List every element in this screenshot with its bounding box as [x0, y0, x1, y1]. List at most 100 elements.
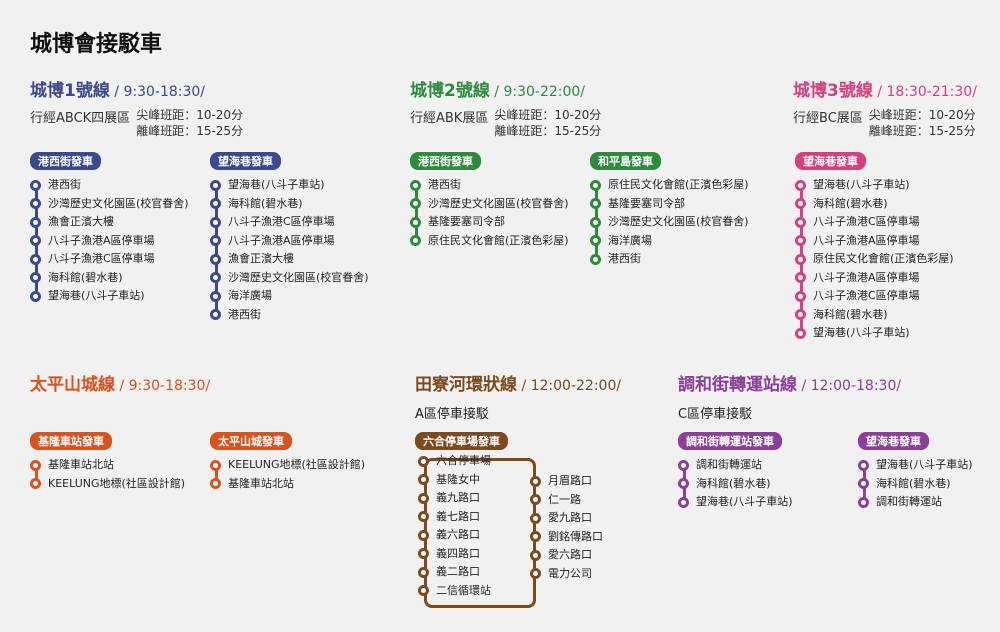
line-1-time: / 9:30-18:30/ [109, 84, 206, 100]
line-3-time: / 18:30-21:30/ [872, 84, 977, 100]
stop-dot-icon [30, 235, 41, 246]
stop-label: 電力公司 [548, 566, 592, 580]
stop-label: KEELUNG地標(社區設計館) [228, 458, 366, 471]
stop-item: 八斗子漁港C區停車場 [30, 250, 189, 269]
stop-label: 八斗子漁港C區停車場 [228, 215, 335, 228]
stop-dot-icon [795, 179, 806, 191]
stop-item: 望海巷(八斗子車站) [795, 324, 954, 343]
stop-item: 沙灣歷史文化園區(校官眷舍) [590, 213, 749, 232]
stop-dot-icon [678, 496, 689, 508]
stop-dot-icon [210, 235, 221, 246]
stop-label: 六合停車場 [436, 454, 491, 467]
stop-item: 八斗子漁港A區停車場 [30, 232, 189, 251]
stop-label: 沙灣歷史文化園區(校官眷舍) [48, 196, 189, 210]
stop-item: 義四路口 [418, 545, 491, 564]
stop-item: 沙灣歷史文化園區(校官眷舍) [30, 195, 189, 214]
stop-label: 港西街 [608, 252, 641, 265]
stop-item: 基隆車站北站 [30, 456, 185, 475]
line-5-header: 田寮河環狀線 / 12:00-22:00/ A區停車接駁 [415, 370, 621, 422]
stop-label: 原住民文化會館(正濱色彩屋) [608, 178, 749, 191]
stop-label: 八斗子漁港A區停車場 [813, 270, 920, 284]
stop-dot-icon [530, 531, 541, 542]
stop-item: 基隆車站北站 [210, 475, 365, 494]
stop-label: 月眉路口 [548, 474, 592, 487]
route-badge: 基隆車站發車 [30, 432, 112, 450]
stop-dot-icon [795, 327, 806, 339]
stop-list: 望海巷(八斗子車站)海科館(碧水巷)八斗子漁港C區停車場八斗子漁港A區停車場漁會… [210, 176, 369, 324]
stop-label: 沙灣歷史文化園區(校官眷舍) [428, 196, 569, 210]
line-3-via: 行經BC展區 [793, 111, 863, 126]
stop-label: 沙灣歷史文化園區(校官眷舍) [228, 270, 369, 284]
stop-item: 基隆要塞司令部 [410, 213, 569, 232]
stop-dot-icon [530, 549, 541, 561]
stop-item: 義六路口 [418, 526, 491, 545]
stop-dot-icon [210, 459, 221, 471]
line-2-offpeak: 離峰班距：15-25分 [494, 124, 602, 138]
stop-dot-icon [858, 478, 869, 489]
stop-label: 望海巷(八斗子車站) [228, 178, 325, 191]
stop-item: 調和街轉運站 [678, 456, 793, 475]
stop-label: 望海巷(八斗子車站) [813, 178, 910, 191]
line-2-time: / 9:30-22:00/ [489, 84, 586, 100]
line-1-offpeak: 離峰班距：15-25分 [136, 124, 244, 138]
stop-dot-icon [795, 235, 806, 246]
stop-item: 望海巷(八斗子車站) [795, 176, 954, 195]
stop-label: 八斗子漁港C區停車場 [813, 289, 920, 302]
line-1-peak: 尖峰班距：10-20分 [136, 108, 244, 122]
stop-label: 漁會正濱大樓 [48, 215, 114, 228]
stop-dot-icon [590, 179, 601, 191]
stop-dot-icon [530, 494, 541, 505]
stop-item: 港西街 [590, 250, 749, 269]
stop-label: 海科館(碧水巷) [48, 270, 123, 284]
stop-label: 八斗子漁港C區停車場 [48, 252, 155, 265]
stop-item: 六合停車場 [418, 452, 491, 471]
stop-dot-icon [795, 253, 806, 265]
line-2-route-b: 和平島發車 原住民文化會館(正濱色彩屋) 基隆要塞司令部沙灣歷史文化園區(校官眷舍… [590, 150, 749, 269]
stop-label: 八斗子漁港A區停車場 [813, 233, 920, 247]
stop-label: 沙灣歷史文化園區(校官眷舍) [608, 215, 749, 228]
stop-dot-icon [795, 290, 806, 302]
stop-label: 望海巷(八斗子車站) [48, 289, 145, 302]
stop-item: 義七路口 [418, 508, 491, 527]
stop-item: 望海巷(八斗子車站) [858, 456, 973, 475]
stop-label: 義九路口 [436, 491, 480, 504]
line-3-name: 城博3號線 [793, 81, 873, 101]
stop-list: 六合停車場基隆女中義九路口義七路口義六路口義四路口義二路口二信循環站 [418, 452, 491, 600]
stop-label: 基隆要塞司令部 [608, 196, 685, 210]
stop-label: 漁會正濱大樓 [228, 252, 294, 265]
stop-dot-icon [418, 566, 429, 578]
stop-dot-icon [30, 272, 41, 283]
line-2-name: 城博2號線 [410, 81, 490, 101]
stop-dot-icon [30, 216, 41, 228]
stop-list: 港西街沙灣歷史文化園區(校官眷舍)漁會正濱大樓八斗子漁港A區停車場八斗子漁港C區… [30, 176, 189, 306]
stop-item: 原住民文化會館(正濱色彩屋) [795, 250, 954, 269]
stop-label: 海科館(碧水巷) [813, 307, 888, 321]
stop-dot-icon [530, 475, 541, 487]
stop-item: 義二路口 [418, 563, 491, 582]
line-1-route-b: 望海巷發車 望海巷(八斗子車站)海科館(碧水巷)八斗子漁港C區停車場八斗子漁港A… [210, 150, 369, 324]
stop-dot-icon [678, 478, 689, 489]
stop-label: 海科館(碧水巷) [228, 196, 303, 210]
route-badge: 和平島發車 [590, 152, 661, 170]
stop-dot-icon [590, 216, 601, 228]
stop-dot-icon [590, 253, 601, 265]
stop-dot-icon [210, 478, 221, 489]
line-6-subtitle: C區停車接駁 [678, 407, 753, 422]
route-badge: 望海巷發車 [795, 152, 866, 170]
stop-dot-icon [418, 529, 429, 541]
stop-label: 海科館(碧水巷) [696, 476, 771, 490]
stop-item: 港西街 [210, 306, 369, 325]
stop-list: 原住民文化會館(正濱色彩屋)基隆要塞司令部沙灣歷史文化園區(校官眷舍)海洋廣場港… [590, 176, 749, 269]
stop-dot-icon [858, 459, 869, 471]
stop-item: 二信循環站 [418, 582, 491, 601]
stop-list: KEELUNG地標(社區設計館) 基隆車站北站 [210, 456, 365, 493]
stop-list: 調和街轉運站海科館(碧水巷)望海巷(八斗子車站) [678, 456, 793, 512]
stop-item: 漁會正濱大樓 [30, 213, 189, 232]
stop-label: KEELUNG地標(社區設計館) [48, 476, 186, 490]
line-4-route-b: 太平山城發車 KEELUNG地標(社區設計館)基隆車站北站 [210, 430, 365, 493]
stop-label: 望海巷(八斗子車站) [876, 458, 973, 471]
stop-label: 義四路口 [436, 546, 480, 560]
stop-dot-icon [30, 290, 41, 302]
stop-item: 八斗子漁港C區停車場 [795, 213, 954, 232]
